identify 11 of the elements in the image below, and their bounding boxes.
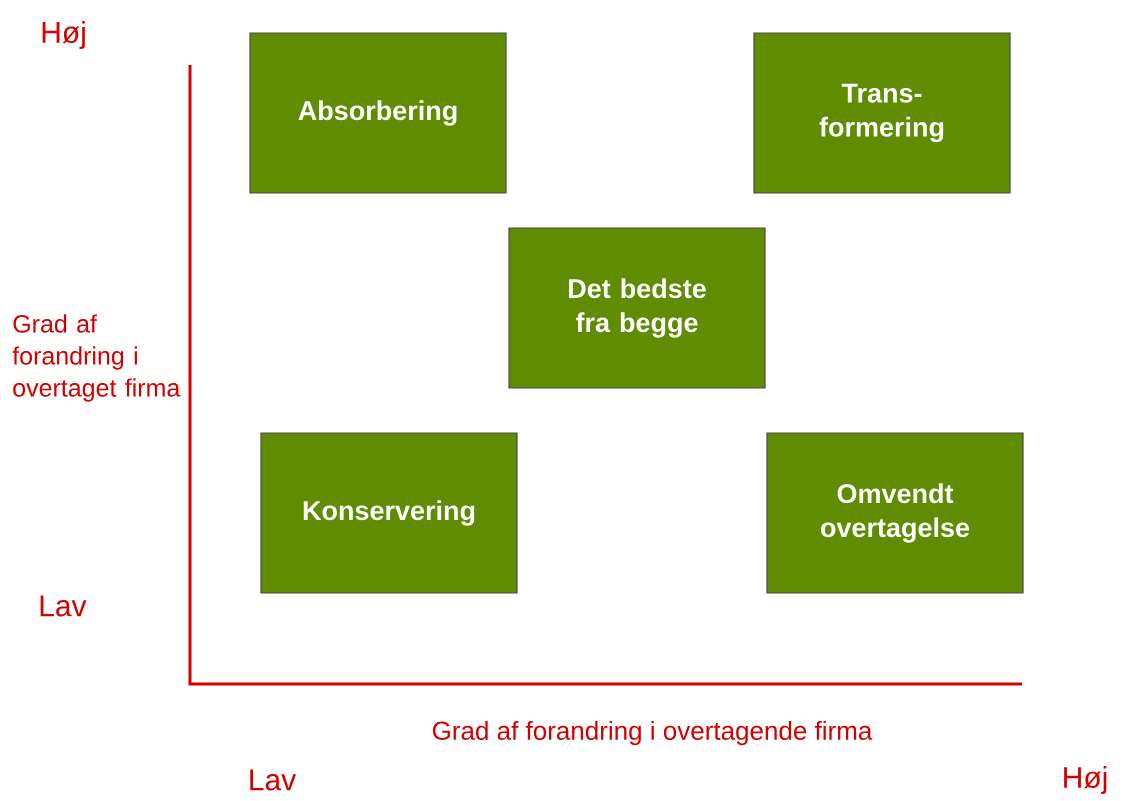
axis-label: Høj xyxy=(1064,766,1107,794)
axis-label: Høj xyxy=(42,21,85,49)
axis-label: Grad af forandring i overtagende firma xyxy=(432,720,873,746)
quadrant-box: Omvendt overtagelse xyxy=(766,432,1024,594)
axis-label: Lav xyxy=(250,769,297,791)
quadrant-box: Det bedste fra begge xyxy=(508,227,766,389)
quadrant-box: Absorbering xyxy=(249,32,507,194)
quadrant-box: Konservering xyxy=(260,432,518,594)
axis-label: Lav xyxy=(40,595,87,617)
axis-label: Grad af forandring i overtaget firma xyxy=(12,314,181,402)
quadrant-box: Trans- formering xyxy=(753,32,1011,194)
